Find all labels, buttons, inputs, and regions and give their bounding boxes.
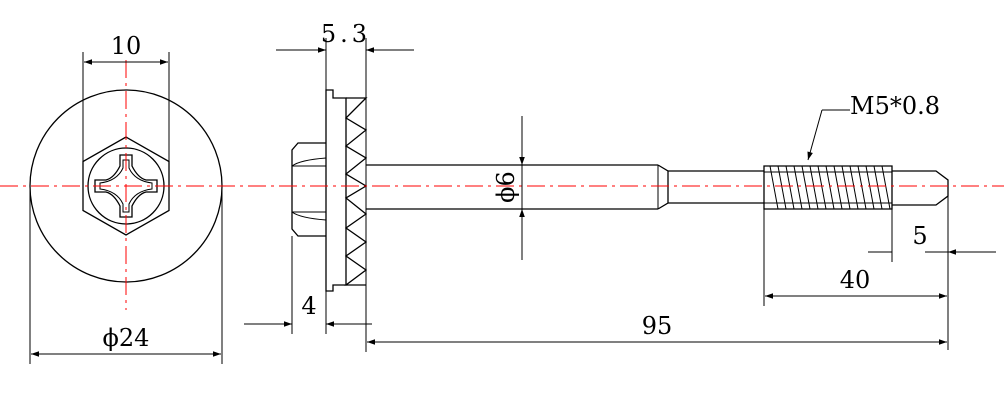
tip-length-dimension: 5 [868, 196, 996, 350]
drill-tip [892, 170, 949, 206]
washer-thickness-label: 5.3 [321, 20, 371, 48]
head-diameter-dimension: ϕ24 [29, 186, 223, 364]
washer-thickness-dimension: 5.3 [276, 20, 414, 98]
washer-serrations [344, 97, 368, 286]
head-height-dimension: 4 [244, 236, 372, 334]
hex-width-label: 10 [111, 32, 142, 60]
hex-head [82, 136, 170, 236]
shank-diameter-dimension: ϕ6 [492, 116, 525, 260]
phillips-recess-inner [99, 159, 153, 213]
shank-diameter-label: ϕ6 [492, 171, 520, 203]
thread-length-label: 40 [840, 266, 871, 294]
side-view [291, 89, 949, 292]
thread-length-dimension: 40 [763, 209, 947, 306]
overall-length-label: 95 [642, 312, 673, 340]
phillips-recess [94, 154, 158, 218]
head-height-label: 4 [301, 292, 316, 320]
head-diameter-label: ϕ24 [103, 324, 150, 352]
serrated-washer [325, 89, 347, 292]
tip-length-label: 5 [912, 222, 927, 250]
end-view [29, 60, 223, 310]
thread-spec-callout: M5*0.8 [807, 92, 940, 161]
thread-spec-label: M5*0.8 [850, 92, 940, 120]
overall-length-dimension: 95 [365, 285, 947, 352]
hex-width-dimension: 10 [82, 32, 170, 161]
thread-crests [769, 165, 891, 210]
hex-head-side [291, 142, 326, 237]
